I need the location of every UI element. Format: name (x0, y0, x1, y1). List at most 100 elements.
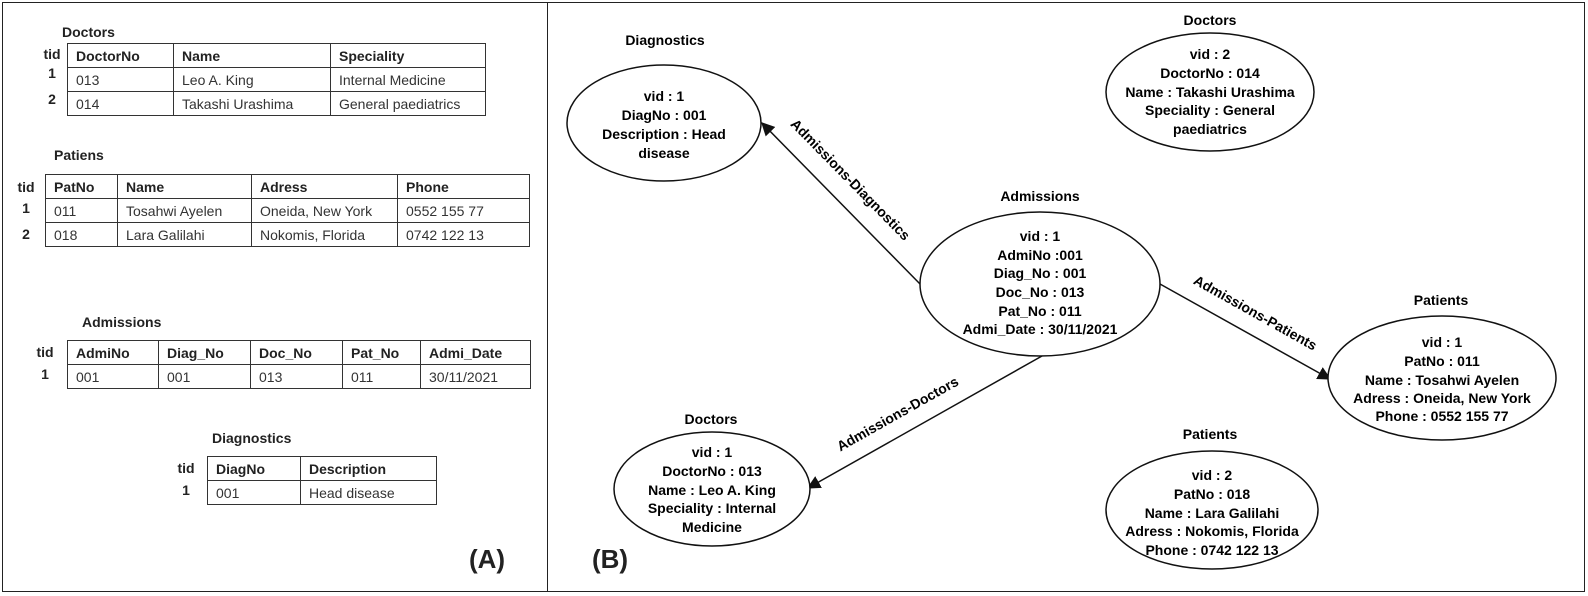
node-line: paediatrics (1173, 121, 1247, 137)
node-line: vid : 1 (1020, 228, 1061, 244)
edge-admissions-patients (1159, 283, 1332, 380)
node-line: Name : Leo A. King (648, 482, 776, 498)
admissions-table-title: Admissions (82, 314, 162, 330)
node-ellipse (919, 211, 1161, 357)
table-cell: Takashi Urashima (173, 91, 331, 116)
edge-admissions-diagnostics (761, 122, 923, 287)
table-row: 001 Head disease (207, 480, 437, 505)
node-line: disease (638, 145, 690, 161)
node-line: Phone : 0742 122 13 (1145, 542, 1278, 558)
table-header-row: AdmiNo Diag_No Doc_No Pat_No Admi_Date (67, 340, 531, 365)
table-cell: Nokomis, Florida (251, 222, 398, 247)
node-patients-1: Patients vid : 1 PatNo : 011 Name : Tosa… (1327, 292, 1557, 441)
node-title: Diagnostics (625, 32, 705, 48)
node-title: Patients (1414, 292, 1469, 308)
diagnostics-tid-header: tid (177, 460, 195, 476)
node-line: vid : 2 (1192, 467, 1233, 483)
node-ellipse (1105, 450, 1319, 570)
column-header: DiagNo (207, 456, 301, 481)
diagnostics-table: DiagNo Description 001 Head disease (207, 456, 437, 505)
table-cell: 001 (67, 364, 159, 389)
patients-table: PatNo Name Adress Phone 011 Tosahwi Ayel… (45, 174, 530, 247)
panel-b-label: (B) (592, 544, 629, 574)
table-cell: 013 (250, 364, 343, 389)
admissions-table: AdmiNo Diag_No Doc_No Pat_No Admi_Date 0… (67, 340, 531, 389)
table-cell: 001 (207, 480, 301, 505)
doctors-tid-2: 2 (48, 91, 56, 107)
node-patients-2: Patients vid : 2 PatNo : 018 Name : Lara… (1105, 426, 1319, 570)
doctors-table-title: Doctors (62, 24, 115, 40)
table-cell: 018 (45, 222, 118, 247)
panel-a-label: (A) (469, 544, 506, 574)
node-line: Speciality : General (1145, 102, 1275, 118)
node-line: vid : 1 (644, 88, 685, 104)
column-header: Speciality (330, 43, 486, 68)
node-line: AdmiNo :001 (997, 247, 1083, 263)
table-row: 014 Takashi Urashima General paediatrics (67, 91, 486, 116)
node-line: Speciality : Internal (648, 500, 776, 516)
patients-tid-header: tid (17, 179, 35, 195)
patients-tid-2: 2 (22, 226, 30, 242)
patients-table-title: Patiens (54, 147, 104, 163)
edge-admissions-doctors (806, 355, 1043, 489)
doctors-table: DoctorNo Name Speciality 013 Leo A. King… (67, 43, 486, 116)
column-header: AdmiNo (67, 340, 159, 365)
table-cell: Internal Medicine (330, 67, 486, 92)
column-header: Adress (251, 174, 398, 199)
table-cell: 30/11/2021 (420, 364, 531, 389)
node-line: Medicine (682, 519, 742, 535)
table-cell: 011 (342, 364, 421, 389)
table-cell: 014 (67, 91, 174, 116)
node-line: vid : 1 (1422, 334, 1463, 350)
table-cell: General paediatrics (330, 91, 486, 116)
node-line: Name : Lara Galilahi (1145, 505, 1280, 521)
node-line: PatNo : 018 (1174, 486, 1250, 502)
panel-divider (547, 2, 548, 592)
node-line: Diag_No : 001 (994, 265, 1087, 281)
node-line: DoctorNo : 013 (662, 463, 762, 479)
table-row: 001 001 013 011 30/11/2021 (67, 364, 531, 389)
node-title: Doctors (1184, 12, 1237, 28)
table-header-row: DiagNo Description (207, 456, 437, 481)
table-header-row: PatNo Name Adress Phone (45, 174, 530, 199)
admissions-tid-header: tid (36, 344, 54, 360)
table-cell: Head disease (300, 480, 437, 505)
node-admissions-1: Admissions vid : 1 AdmiNo :001 Diag_No :… (919, 188, 1161, 357)
node-line: vid : 1 (692, 444, 733, 460)
diagnostics-table-title: Diagnostics (212, 430, 292, 446)
table-cell: Lara Galilahi (117, 222, 252, 247)
table-cell: Tosahwi Ayelen (117, 198, 252, 223)
table-cell: 001 (158, 364, 251, 389)
node-title: Patients (1183, 426, 1238, 442)
table-cell: 0742 122 13 (397, 222, 530, 247)
diagnostics-tid-1: 1 (182, 482, 190, 498)
patients-tid-1: 1 (22, 200, 30, 216)
edge-label-admissions-doctors: Admissions-Doctors (834, 373, 961, 454)
table-row: 018 Lara Galilahi Nokomis, Florida 0742 … (45, 222, 530, 247)
column-header: DoctorNo (67, 43, 174, 68)
admissions-tid-1: 1 (41, 366, 49, 382)
node-line: Name : Tosahwi Ayelen (1365, 372, 1519, 388)
node-line: Admi_Date : 30/11/2021 (963, 321, 1118, 337)
node-line: Name : Takashi Urashima (1125, 84, 1295, 100)
node-doctors-2: Doctors vid : 2 DoctorNo : 014 Name : Ta… (1105, 12, 1315, 152)
node-line: Phone : 0552 155 77 (1375, 408, 1508, 424)
node-line: vid : 2 (1190, 46, 1231, 62)
node-diagnostics-1: Diagnostics vid : 1 DiagNo : 001 Descrip… (566, 32, 762, 182)
node-ellipse (566, 64, 762, 182)
node-title: Admissions (1000, 188, 1080, 204)
node-line: Doc_No : 013 (996, 284, 1085, 300)
node-ellipse (613, 431, 811, 547)
edge-label-admissions-diagnostics: Admissions-Diagnostics (788, 116, 914, 244)
doctors-tid-1: 1 (48, 65, 56, 81)
column-header: Phone (397, 174, 530, 199)
node-line: DiagNo : 001 (622, 107, 707, 123)
node-doctors-1: Doctors vid : 1 DoctorNo : 013 Name : Le… (613, 411, 811, 547)
node-line: PatNo : 011 (1404, 353, 1480, 369)
doctors-tid-header: tid (43, 46, 61, 62)
node-line: Adress : Nokomis, Florida (1125, 523, 1299, 539)
node-line: Description : Head (602, 126, 726, 142)
node-ellipse (1105, 32, 1315, 152)
